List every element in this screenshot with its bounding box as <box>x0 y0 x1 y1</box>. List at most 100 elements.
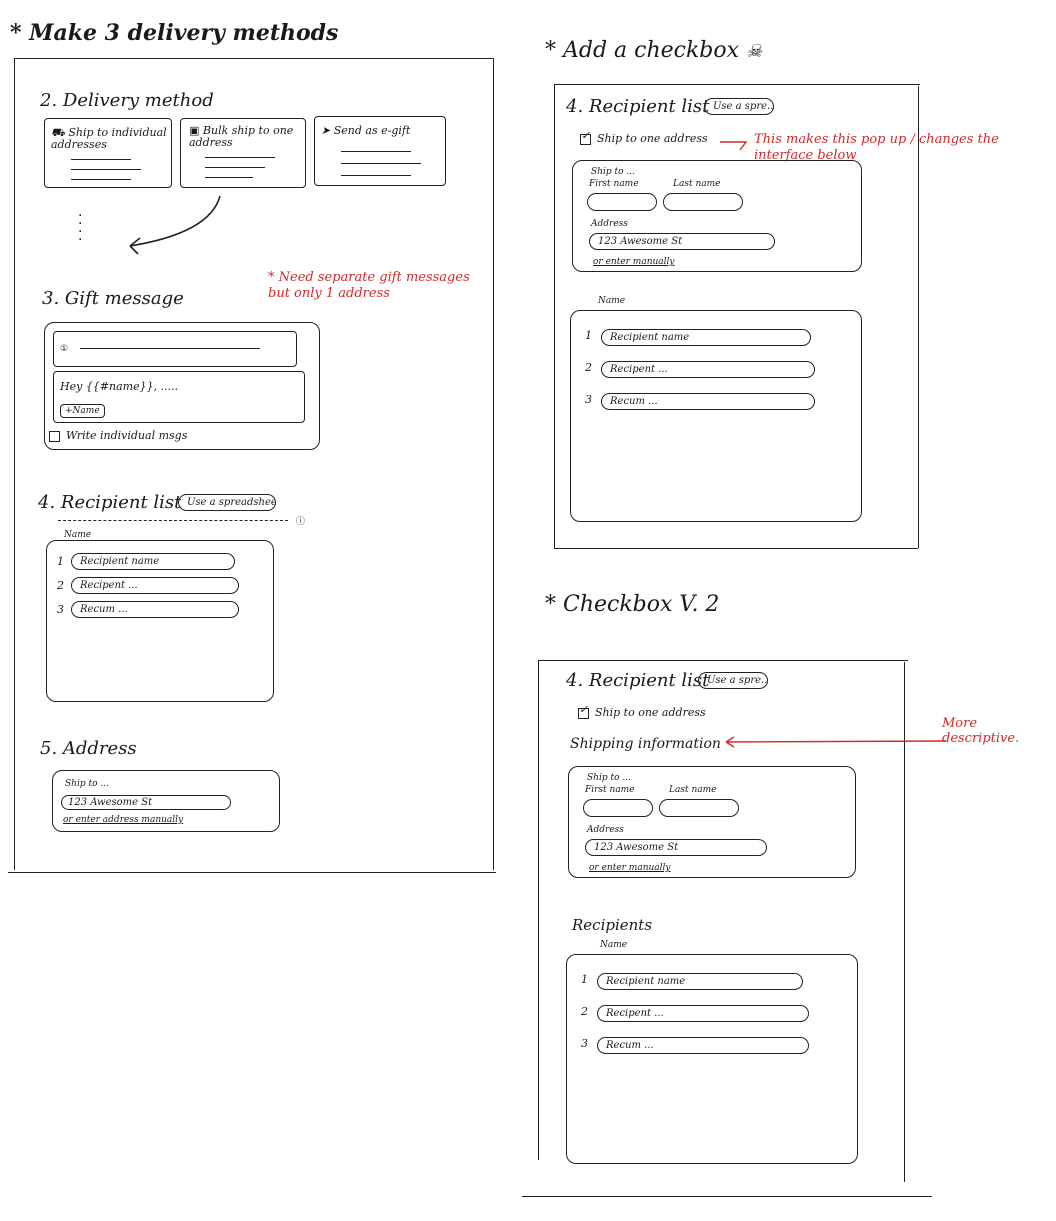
panel2-recipient-list-title: 4. Recipient list <box>566 670 710 691</box>
arrow-delivery-to-gift <box>129 195 221 255</box>
panel2-annotation: More descriptive. <box>942 716 1020 746</box>
panel2-spreadsheet-button[interactable]: Use a spre... <box>698 672 768 689</box>
recipient-input[interactable]: Recum ... <box>597 1037 809 1054</box>
first-name-label: First name <box>589 179 639 189</box>
card-line <box>205 167 265 168</box>
panel1-shipping-card: Ship to ... First name Last name Address… <box>572 160 862 272</box>
gift-message-card: ① Hey {{#name}}, ..... +Name Write indiv… <box>44 322 320 450</box>
first-name-label: First name <box>585 785 635 795</box>
preview-index: ① <box>60 344 69 354</box>
card-line <box>341 175 411 176</box>
heading-add-checkbox: * Add a checkbox ☠ <box>545 38 762 63</box>
add-name-button[interactable]: +Name <box>60 404 105 418</box>
panel2-right-edge <box>904 662 905 1182</box>
preview-line <box>80 348 260 349</box>
gift-message-preview[interactable]: ① <box>53 331 297 367</box>
write-individual-checkbox[interactable]: Write individual msgs <box>49 429 187 442</box>
first-name-input[interactable] <box>583 799 653 817</box>
row-number: 3 <box>57 603 64 616</box>
card-line <box>71 179 131 180</box>
recipient-input[interactable]: Recipent ... <box>597 1005 809 1022</box>
enter-manually-link[interactable]: or enter manually <box>589 863 671 873</box>
recipient-input[interactable]: Recum ... <box>601 393 815 410</box>
recipient-input[interactable]: Recipient name <box>597 973 803 990</box>
row-number: 1 <box>585 329 592 342</box>
delivery-method-title: 2. Delivery method <box>40 90 214 111</box>
gift-message-textarea[interactable]: Hey {{#name}}, ..... +Name <box>53 371 305 423</box>
address-input[interactable]: 123 Awesome St <box>589 233 775 250</box>
gift-message-title: 3. Gift message <box>42 288 184 309</box>
recipient-input[interactable]: Recipient name <box>71 553 235 570</box>
recipient-input[interactable]: Recipient name <box>601 329 811 346</box>
card-line <box>341 151 411 152</box>
row-number: 1 <box>581 973 588 986</box>
write-individual-label: Write individual msgs <box>66 429 188 442</box>
row-number: 2 <box>57 579 64 592</box>
skull-icon: ☠ <box>746 41 763 62</box>
row-number: 2 <box>581 1005 588 1018</box>
address-input[interactable]: 123 Awesome St <box>585 839 767 856</box>
name-column-label: Name <box>598 296 626 306</box>
recipient-tabs-line <box>58 520 288 521</box>
panel1-frame <box>554 84 920 548</box>
panel1-right-edge <box>918 86 919 548</box>
address-card: Ship to ... 123 Awesome St or enter addr… <box>52 770 280 832</box>
more-cards-dots: ···· <box>78 208 83 248</box>
card-line <box>341 163 421 164</box>
recipients-title: Recipients <box>572 916 653 934</box>
panel2-checkbox-label: Ship to one address <box>595 706 706 719</box>
ship-to-label: Ship to ... <box>65 779 109 789</box>
enter-address-manually-link[interactable]: or enter address manually <box>63 815 184 825</box>
recipient-list-title: 4. Recipient list <box>38 492 182 513</box>
use-spreadsheet-button[interactable]: Use a spreadsheet <box>178 494 276 511</box>
shipping-information-title: Shipping information <box>570 736 721 752</box>
panel2-shipping-card: Ship to ... First name Last name Address… <box>568 766 856 878</box>
checkbox-checked-icon <box>580 129 591 145</box>
delivery-card-label: Send as e-gift <box>333 124 411 137</box>
name-column-label: Name <box>64 530 92 540</box>
checkbox-checked-icon <box>578 703 589 719</box>
address-input[interactable]: 123 Awesome St <box>61 795 231 810</box>
address-title: 5. Address <box>40 738 137 759</box>
panel1-bottom-line <box>554 548 918 549</box>
left-wireframe-frame <box>14 58 494 870</box>
panel2-recipient-card: 1 Recipient name 2 Recipent ... 3 Recum … <box>566 954 858 1164</box>
card-line <box>71 159 131 160</box>
row-number: 3 <box>585 393 592 406</box>
row-number: 1 <box>57 555 64 568</box>
row-number: 3 <box>581 1037 588 1050</box>
recipient-input[interactable]: Recum ... <box>71 601 239 618</box>
left-frame-bottom-line <box>8 872 496 873</box>
panel1-red-arrow <box>720 141 748 151</box>
gift-message-text: Hey {{#name}}, ..... <box>60 380 179 393</box>
delivery-card-label: Ship to individual addresses <box>51 126 167 151</box>
delivery-card-bulk[interactable]: ▣ Bulk ship to one address <box>180 118 306 188</box>
panel1-ship-one-address-checkbox[interactable]: Ship to one address <box>580 129 708 145</box>
panel2-ship-one-address-checkbox[interactable]: Ship to one address <box>578 703 706 719</box>
delivery-card-individual[interactable]: ⛟ Ship to individual addresses <box>44 118 172 188</box>
card-line <box>205 177 253 178</box>
panel1-checkbox-label: Ship to one address <box>597 132 708 145</box>
panel1-recipient-list-title: 4. Recipient list <box>566 96 710 117</box>
package-icon: ▣ <box>189 124 200 137</box>
checkbox-icon <box>49 430 60 442</box>
address-label: Address <box>587 825 624 835</box>
row-number: 2 <box>585 361 592 374</box>
heading-add-checkbox-text: * Add a checkbox <box>545 38 740 63</box>
address-label: Address <box>591 219 628 229</box>
heading-checkbox-v2: * Checkbox V. 2 <box>545 592 720 617</box>
last-name-input[interactable] <box>663 193 743 211</box>
first-name-input[interactable] <box>587 193 657 211</box>
last-name-input[interactable] <box>659 799 739 817</box>
delivery-card-egift[interactable]: ➤ Send as e-gift <box>314 116 446 186</box>
enter-manually-link[interactable]: or enter manually <box>593 257 675 267</box>
delivery-card-label: Bulk ship to one address <box>189 124 294 149</box>
ship-to-label: Ship to ... <box>591 167 635 177</box>
recipient-input[interactable]: Recipent ... <box>601 361 815 378</box>
ship-to-label: Ship to ... <box>587 773 631 783</box>
recipient-input[interactable]: Recipent ... <box>71 577 239 594</box>
gift-note-annotation: * Need separate gift messages but only 1… <box>268 270 470 301</box>
panel1-spreadsheet-button[interactable]: Use a spre... <box>704 98 774 115</box>
send-icon: ➤ <box>321 124 331 137</box>
truck-icon: ⛟ <box>51 126 65 139</box>
